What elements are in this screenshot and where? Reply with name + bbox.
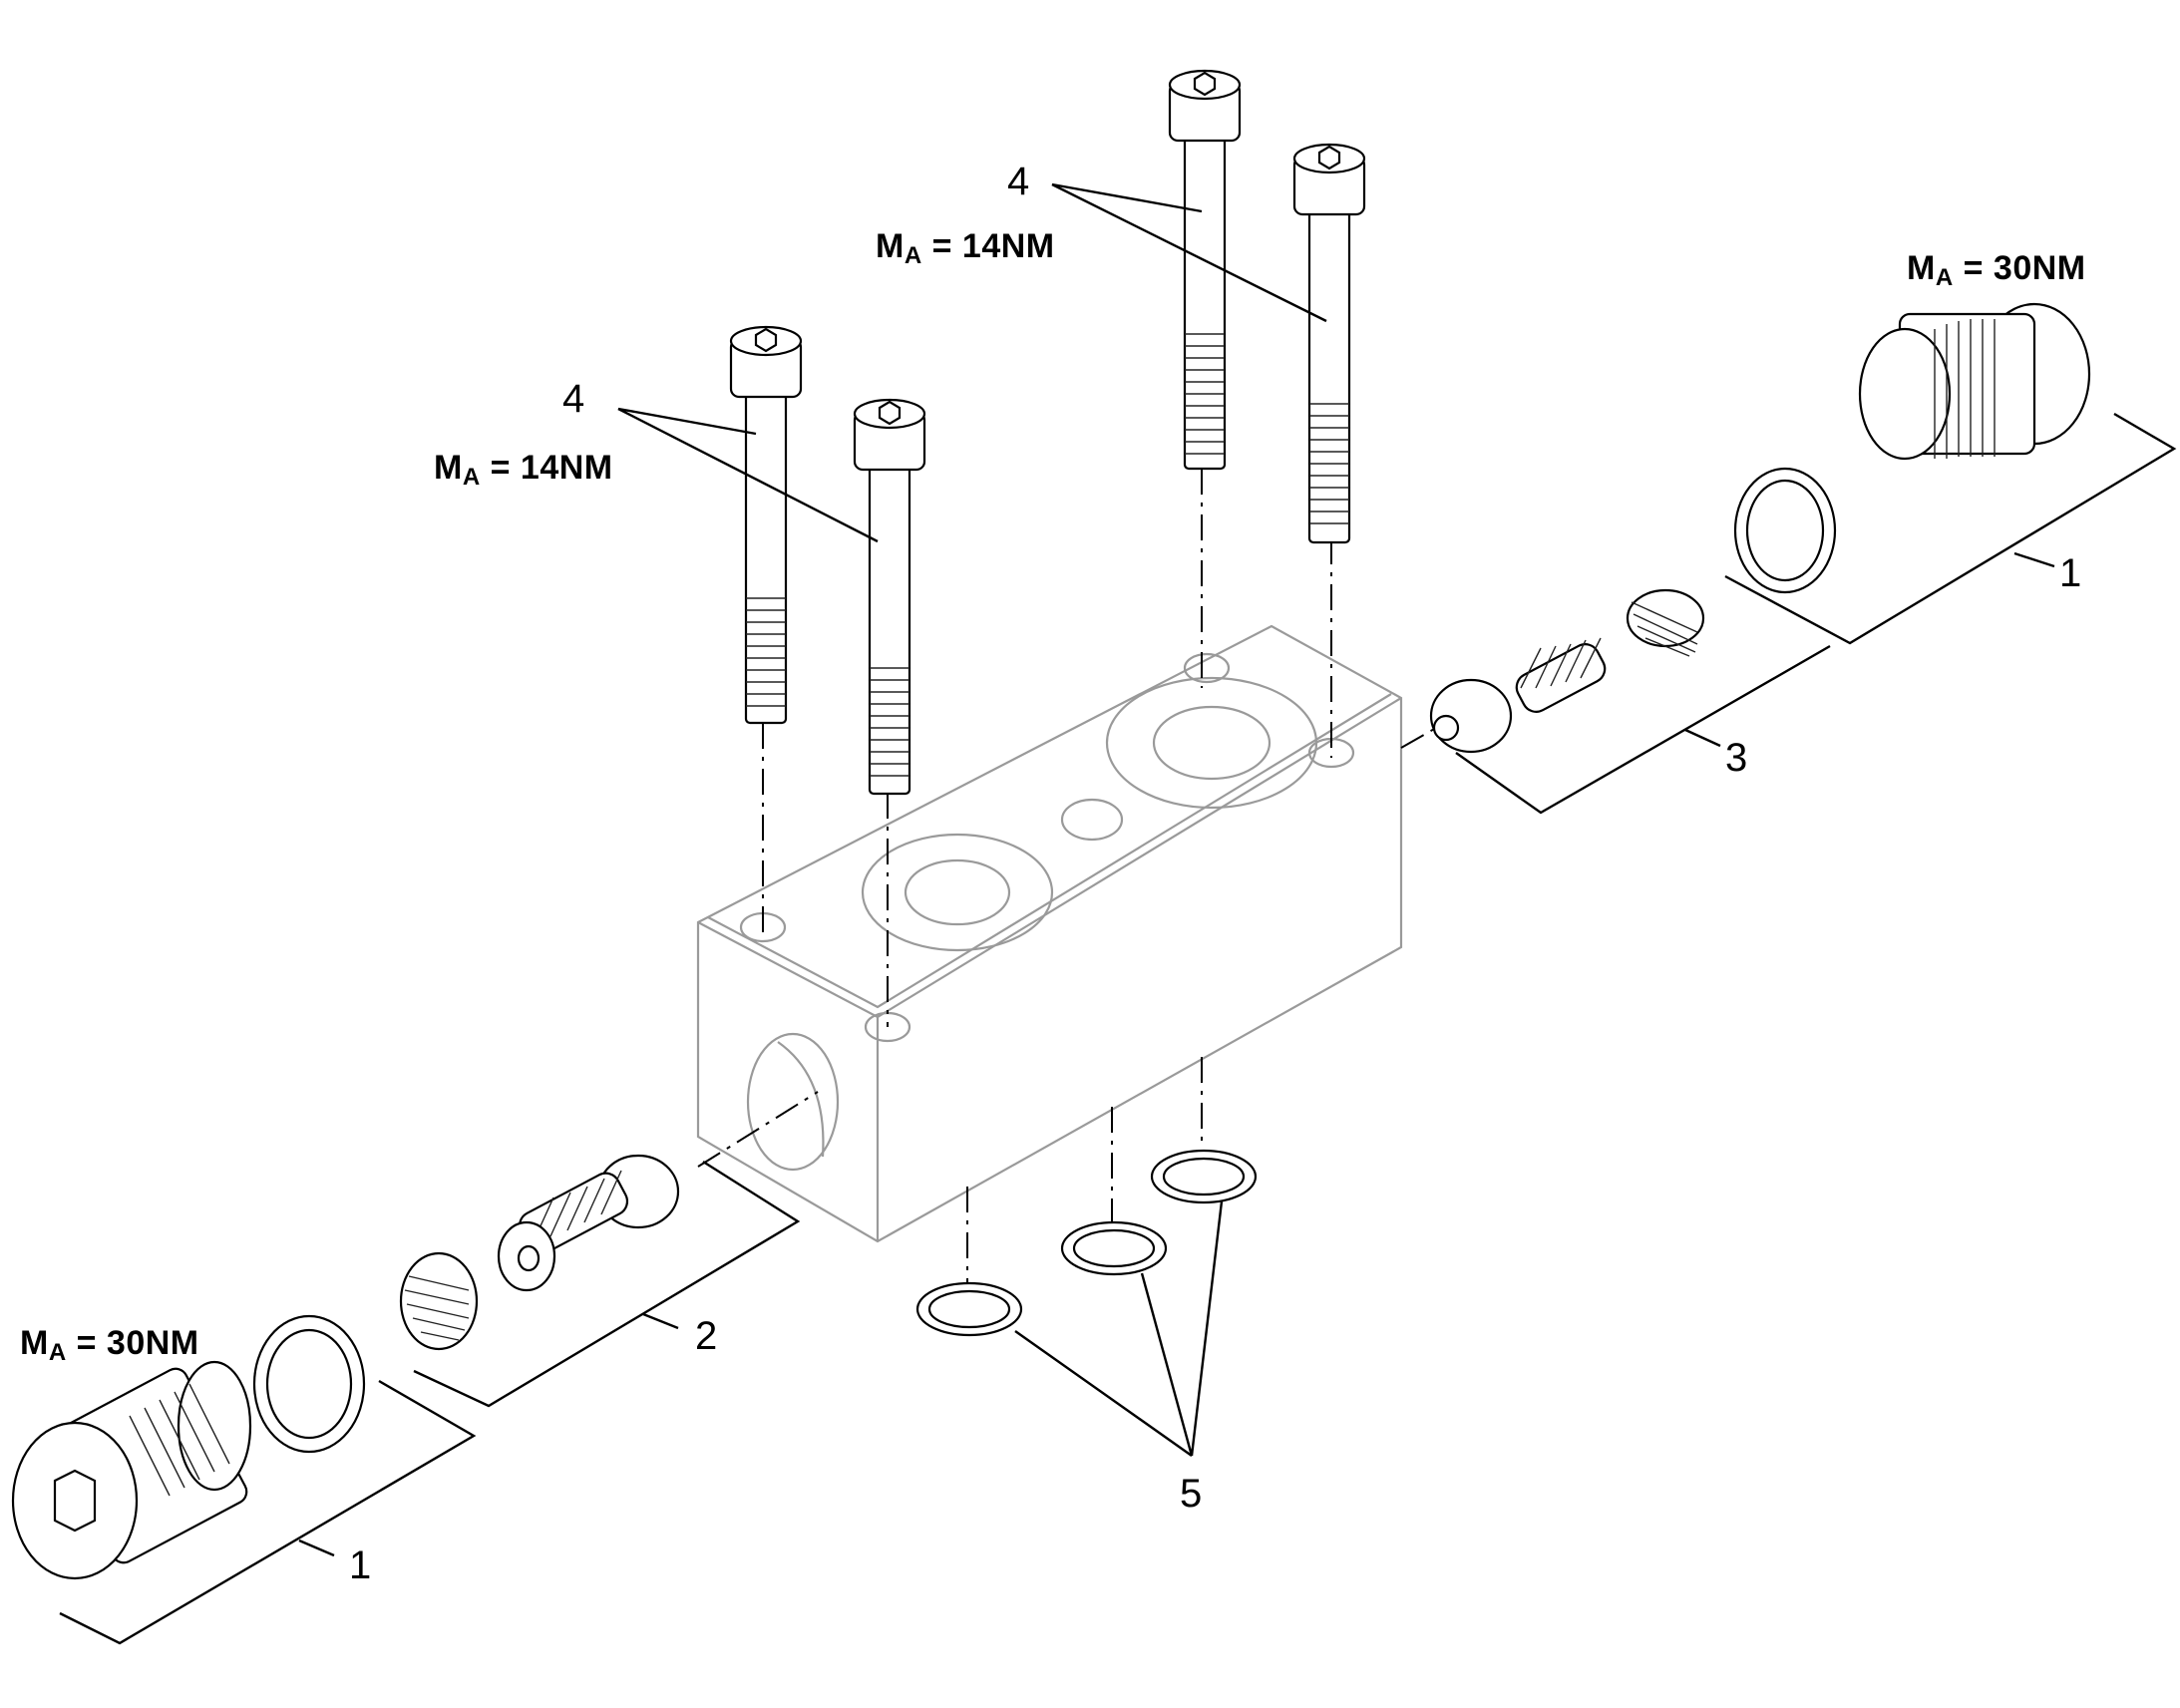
callout-4-right: 4: [1007, 160, 1030, 203]
seal-ring-left: [252, 1314, 366, 1454]
plug-right: [1858, 302, 2091, 461]
callout-4-left: 4: [562, 377, 585, 421]
plug-left: [11, 1360, 252, 1580]
spring-left: [399, 1251, 479, 1351]
torque-label-plug-left: MA = 30NM: [20, 1324, 199, 1366]
o-rings-bottom: [915, 1149, 1258, 1337]
seal-ring-right: [1733, 467, 1837, 594]
valve-insert-right: [1429, 588, 1705, 754]
callout-5: 5: [1180, 1472, 1203, 1516]
callout-3: 3: [1725, 736, 1748, 780]
torque-label-screws-right: MA = 14NM: [876, 227, 1055, 269]
screw-left-1: [729, 325, 803, 725]
screw-left-2: [853, 398, 926, 796]
screw-threads: [746, 333, 1349, 777]
socket-head-screws: [729, 69, 1366, 796]
valve-block: [696, 624, 1403, 1243]
callout-1-right: 1: [2059, 551, 2082, 595]
torque-label-screws-left: MA = 14NM: [434, 449, 613, 491]
torque-label-plug-right: MA = 30NM: [1907, 249, 2086, 291]
screw-right-1: [1168, 69, 1242, 471]
valve-insert-left: [497, 1154, 680, 1292]
callout-2: 2: [695, 1314, 718, 1358]
callout-1-left: 1: [349, 1543, 372, 1587]
assembly-center-lines: [697, 469, 1437, 1286]
screw-right-2: [1292, 143, 1366, 544]
leader-lines: [59, 182, 2177, 1645]
